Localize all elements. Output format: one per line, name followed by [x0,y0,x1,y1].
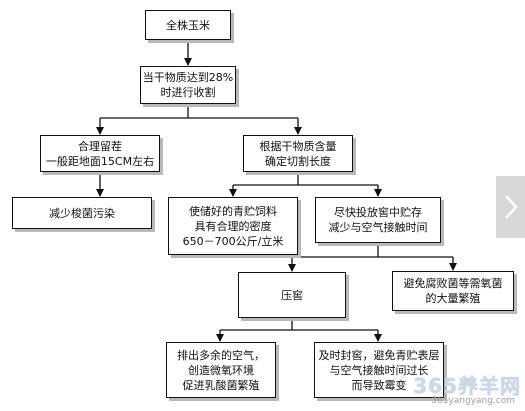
node-avoid-aerobic-line: 避免腐败菌等需氧菌 [403,277,503,290]
node-root: 全株玉米 [145,10,231,40]
node-seal-line: 而导致霉变 [351,378,407,392]
node-root-line: 全株玉米 [166,18,210,32]
node-stubble-line: 一般距地面15CM左右 [45,154,155,168]
node-quick-store: 尽快投放窖中贮存 减少与空气接触时间 [315,197,441,243]
node-quick-store-line: 尽快投放窖中贮存 [334,206,422,219]
node-seal-line: 与空气接触时间过长 [329,363,429,377]
node-density-line: 使储好的青贮饲料 [189,204,277,218]
node-expel-air-line: 促进乳酸菌繁殖 [182,378,260,392]
node-harvest-line: 当干物质达到28% [142,71,234,84]
node-cutlength: 根据干物质含量 确定切割长度 [243,135,353,172]
node-expel-air-line: 排出多余的空气， [177,348,265,362]
node-cutlength-line: 确定切割长度 [265,154,331,168]
node-compact: 压窖 [238,272,346,318]
connector-compact-branch [220,318,378,331]
next-image-button[interactable] [496,176,525,238]
node-density: 使储好的青贮饲料 具有合理的密度 650－700公斤/立米 [168,197,298,255]
node-seal-line: 及时封窖，避免青贮表层 [318,348,440,362]
connector-quick-store-branch [292,243,453,258]
chevron-right-icon [504,195,518,219]
node-harvest: 当干物质达到28% 时进行收割 [140,66,236,104]
watermark: 365养羊网 365yangyang.com [340,370,525,411]
node-reduce-soil: 减少梭菌污染 [12,197,152,229]
node-stubble-line: 合理留茬 [78,139,122,153]
watermark-url: 365yangyang.com [431,396,515,406]
node-density-line: 具有合理的密度 [194,219,272,233]
node-expel-air-line: 创造微氧环境 [188,363,254,377]
node-stubble: 合理留茬 一般距地面15CM左右 [40,135,160,172]
connector-cutlength-branch [233,172,378,186]
watermark-logo: 365养羊网 [413,374,521,398]
node-expel-air: 排出多余的空气， 创造微氧环境 促进乳酸菌繁殖 [166,342,276,398]
node-avoid-aerobic-line: 的大量繁殖 [425,292,481,305]
connector-harvest-branch [100,104,298,119]
node-seal: 及时封窖，避免青贮表层 与空气接触时间过长 而导致霉变 [314,342,444,398]
node-density-line: 650－700公斤/立米 [182,234,284,248]
node-compact-line: 压窖 [281,288,303,302]
node-harvest-line: 时进行收割 [160,86,216,99]
node-cutlength-line: 根据干物质含量 [259,139,337,153]
node-quick-store-line: 减少与空气接触时间 [328,221,428,234]
node-avoid-aerobic: 避免腐败菌等需氧菌 的大量繁殖 [392,271,514,311]
node-reduce-soil-line: 减少梭菌污染 [49,206,115,220]
